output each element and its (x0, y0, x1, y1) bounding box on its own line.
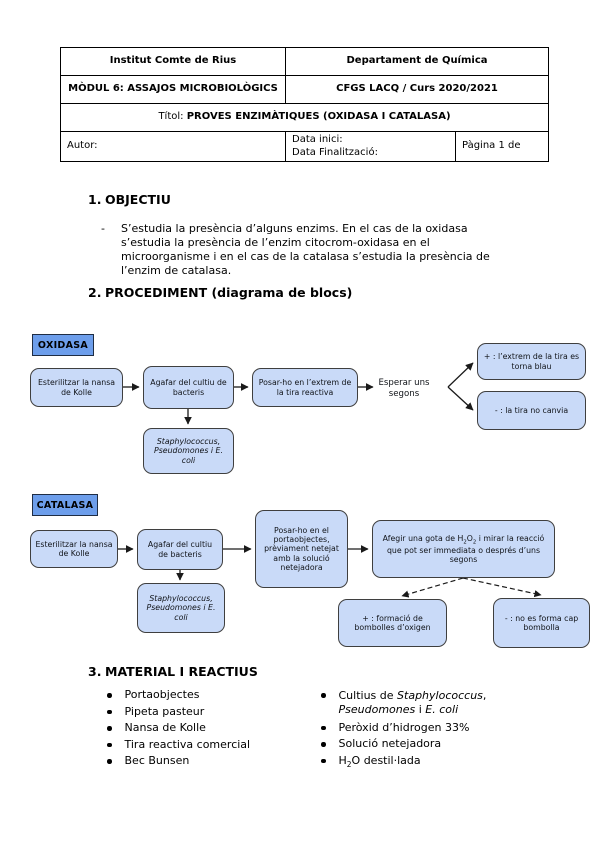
list-item: Nansa de Kolle (107, 722, 250, 734)
objective-dash: - (101, 222, 105, 235)
bullet-icon (321, 758, 326, 764)
catalasa-result-negative: - : no es forma cap bombolla (493, 598, 590, 648)
section-2-heading: 2.PROCEDIMENT (diagrama de blocs) (88, 285, 352, 300)
title-label: Títol: (158, 111, 187, 123)
module-name: MÒDUL 6: ASSAJOS MICROBIOLÒGICS (60, 75, 286, 104)
catalasa-organisms: Staphylococcus, Pseudomones i E. coli (137, 583, 225, 633)
catalasa-label: CATALASA (32, 494, 98, 516)
catalasa-step-h2o2-text: Afegir una gota de H2O2 i mirar la reacc… (382, 533, 545, 564)
catalasa-step-take-culture: Agafar del cultiu de bacteris (137, 529, 223, 570)
oxidasa-step-sterilize: Esterilitzar la nansa de Kolle (30, 368, 123, 407)
oxidasa-result-negative: - : la tira no canvia (477, 391, 586, 430)
h2o-item: H2O destil·lada (338, 753, 421, 770)
institute-name: Institut Comte de Rius (60, 47, 286, 76)
oxidasa-flowchart: OXIDASA Esterilitzar la nansa de Kolle A… (0, 325, 600, 480)
section-1-heading: 1.OBJECTIU (88, 192, 171, 207)
catalasa-flowchart: CATALASA Esterilitzar la nansa de Kolle … (0, 485, 600, 663)
section-3-heading: 3.MATERIAL I REACTIUS (88, 664, 258, 679)
catalasa-step-slide: Posar-ho en el portaobjectes, prèviament… (255, 510, 348, 588)
bullet-icon (107, 709, 112, 715)
catalasa-result-positive: + : formació de bombolles d’oxigen (338, 599, 447, 647)
bullet-icon (107, 759, 112, 764)
header-table: Institut Comte de Rius Departament de Qu… (60, 47, 549, 162)
list-item: Portaobjectes (107, 688, 250, 701)
list-item: Cultius de Staphylococcus, Pseudomones i… (321, 689, 517, 717)
materials-list-right: Cultius de Staphylococcus, Pseudomones i… (321, 689, 517, 774)
list-item: Peròxid d’hidrogen 33% (321, 721, 517, 734)
department-name: Departament de Química (285, 47, 549, 76)
list-item: Tira reactiva comercial (107, 738, 250, 751)
document-title-cell: Títol: PROVES ENZIMÀTIQUES (OXIDASA I CA… (60, 103, 549, 132)
page-number-cell: Pàgina 1 de (455, 131, 549, 162)
oxidasa-step-take-culture: Agafar del cultiu de bacteris (143, 366, 234, 409)
oxidasa-step-strip: Posar-ho en l’extrem de la tira reactiva (252, 368, 358, 407)
bullet-icon (107, 726, 112, 731)
oxidasa-wait-text: Esperar uns segons (378, 378, 430, 400)
section-2-title: PROCEDIMENT (diagrama de blocs) (105, 285, 353, 300)
materials-list-left: Portaobjectes Pipeta pasteur Nansa de Ko… (107, 688, 250, 772)
dates-cell: Data inici: Data Finalització: (285, 131, 456, 162)
bullet-icon (321, 725, 326, 731)
catalasa-step-sterilize: Esterilitzar la nansa de Kolle (30, 530, 118, 568)
oxidasa-label: OXIDASA (32, 334, 94, 356)
author-cell: Autor: (60, 131, 286, 162)
section-1-number: 1. (88, 192, 102, 207)
list-item: Bec Bunsen (107, 755, 250, 767)
course-name: CFGS LACQ / Curs 2020/2021 (285, 75, 549, 104)
bullet-icon (321, 742, 326, 747)
date-start-label: Data inici: (292, 134, 343, 145)
section-1-title: OBJECTIU (105, 192, 171, 207)
document-title: PROVES ENZIMÀTIQUES (OXIDASA I CATALASA) (186, 111, 451, 123)
list-item: H2O destil·lada (321, 753, 517, 770)
bullet-icon (321, 693, 326, 698)
section-3-number: 3. (88, 664, 102, 679)
oxidasa-result-positive: + : l’extrem de la tira es torna blau (477, 343, 586, 380)
bullet-icon (107, 693, 112, 698)
list-item: Solució netejadora (321, 738, 517, 750)
section-2-number: 2. (88, 285, 102, 300)
list-item: Pipeta pasteur (107, 705, 250, 718)
catalasa-step-h2o2: Afegir una gota de H2O2 i mirar la reacc… (372, 520, 555, 578)
cultius-item: Cultius de Staphylococcus, Pseudomones i… (338, 689, 487, 717)
oxidasa-organisms: Staphylococcus, Pseudomones i E. coli (143, 428, 234, 474)
bullet-icon (107, 742, 112, 748)
section-3-title: MATERIAL I REACTIUS (105, 664, 258, 679)
objective-text: S’estudia la presència d’alguns enzims. … (121, 222, 490, 277)
date-end-label: Data Finalització: (292, 146, 378, 158)
